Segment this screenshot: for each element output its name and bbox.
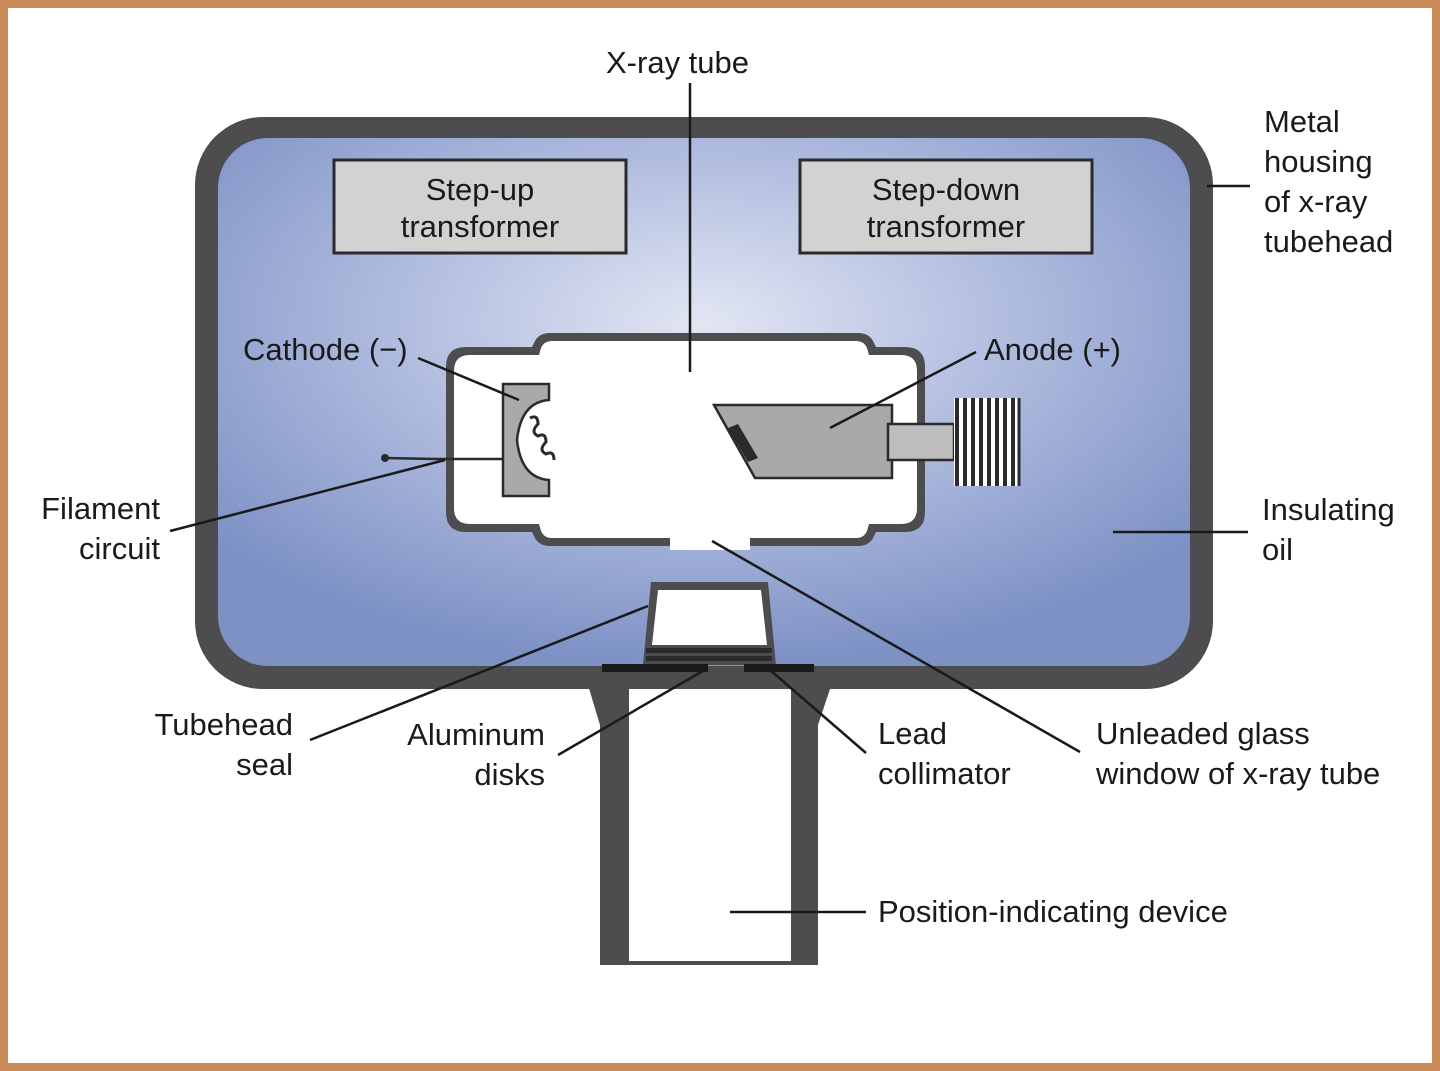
step-down-transformer [798,158,1094,255]
step-up-transformer [332,158,628,255]
tubehead-seal-label: Tubehead seal [154,707,293,782]
tubehead-seal [643,582,776,665]
copper-stem-fins [954,398,1021,486]
position-indicating-device-label: Position-indicating device [878,894,1228,929]
position-indicating-device [582,665,838,965]
metal-housing-label: Metal housing of x-ray tubehead [1264,104,1394,259]
anode [711,398,1021,486]
cathode-label: Cathode (−) [243,332,408,367]
xray-tube-envelope [446,333,925,550]
filament-circuit-label: Filament circuit [41,491,160,566]
anode-label: Anode (+) [984,332,1122,367]
filament-coil [529,415,556,461]
step-up-transformer-label: Step-up transformer [400,172,560,244]
step-down-transformer-label: Step-down transformer [866,172,1026,244]
lead-collimator [602,664,814,672]
aluminum-disks-label: Aluminum disks [407,717,545,792]
unleaded-glass-window-label: Unleaded glass window of x-ray tube [1096,716,1381,791]
tungsten-target [728,424,758,462]
cathode [381,382,556,498]
aluminum-disks [646,648,772,661]
lead-collimator-label: Lead collimator [878,716,1011,791]
insulating-oil-label: Insulating oil [1262,492,1395,567]
leader-lines [169,83,1250,914]
xray-tube-label: X-ray tube [606,45,750,80]
